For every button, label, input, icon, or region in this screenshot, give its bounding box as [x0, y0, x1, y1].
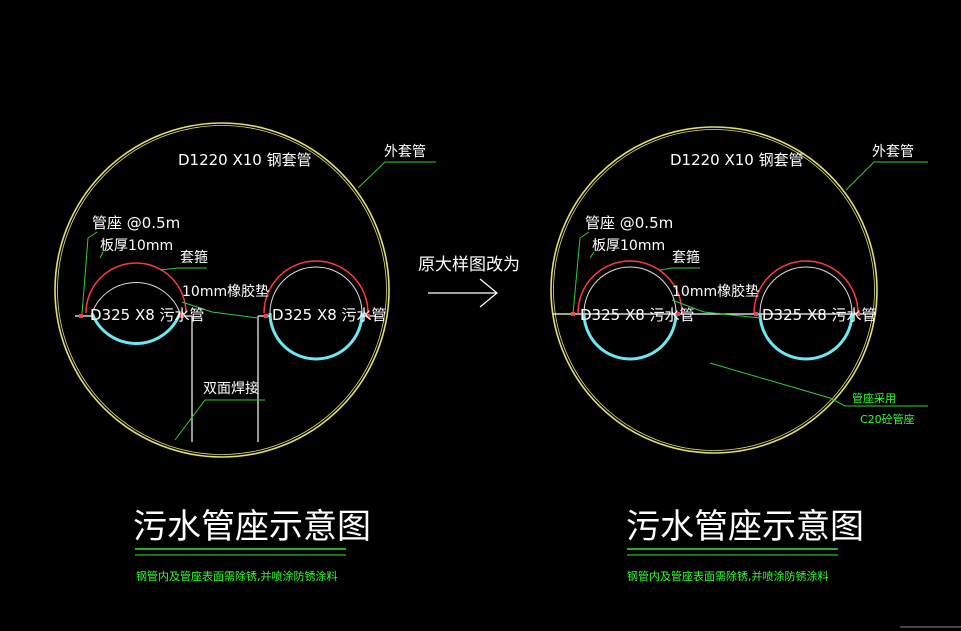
- right-casing-callout: 外套管: [872, 144, 914, 160]
- right-outer-casing-pipe: [550, 126, 878, 454]
- right-detail: D1220 X10 钢套管 外套管 管座 @0.5m 板厚10mm 套箍 10m…: [550, 126, 928, 583]
- left-drawing-title: 污水管座示意图: [133, 507, 371, 547]
- left-saddle-label: 套箍: [180, 249, 208, 266]
- right-pipe-b: [753, 260, 859, 361]
- left-plate-label: 板厚10mm: [100, 238, 173, 254]
- left-saddle-b: [263, 260, 369, 314]
- right-support-label: 管座 @0.5m: [585, 214, 673, 232]
- right-saddle-label: 套箍: [672, 249, 700, 266]
- left-pipe-b: [263, 260, 369, 361]
- right-pipe-a-label: D325 X8 污水管: [580, 306, 695, 324]
- right-saddle-a: [577, 260, 683, 314]
- left-gasket-label: 10mm橡胶垫: [182, 283, 269, 300]
- right-gasket-label: 10mm橡胶垫: [672, 283, 759, 300]
- left-detail: D1220 X10 钢套管 外套管 管座 @0.5m 板厚10mm 套箍 10m…: [54, 122, 436, 583]
- right-leader-lines: [572, 161, 928, 407]
- right-concrete-label-2: C20砼管座: [860, 412, 915, 426]
- right-concrete-label-1: 管座采用: [852, 391, 896, 405]
- right-plate-label: 板厚10mm: [592, 238, 665, 254]
- left-pipe-a-label: D325 X8 污水管: [90, 306, 205, 324]
- right-outer-pipe-label: D1220 X10 钢套管: [670, 151, 804, 169]
- right-drawing-title: 污水管座示意图: [626, 507, 864, 547]
- arrow-label: 原大样图改为: [418, 255, 520, 275]
- right-pipe-b-label: D325 X8 污水管: [762, 306, 877, 324]
- left-outer-casing-pipe: [54, 122, 390, 458]
- left-leader-lines: [81, 161, 436, 441]
- left-weld-label: 双面焊接: [203, 380, 259, 397]
- left-note: 钢管内及管座表面需除锈,并喷涂防锈涂料: [136, 569, 338, 583]
- left-saddle-a: [85, 262, 187, 314]
- right-saddle-b: [753, 260, 859, 314]
- right-note: 钢管内及管座表面需除锈,并喷涂防锈涂料: [627, 569, 829, 583]
- right-pipe-a: [577, 260, 683, 361]
- change-arrow: 原大样图改为: [418, 255, 520, 308]
- left-support-label: 管座 @0.5m: [92, 214, 180, 232]
- left-pipe-a: [85, 262, 187, 345]
- left-pipe-b-label: D325 X8 污水管: [272, 306, 387, 324]
- left-outer-pipe-label: D1220 X10 钢套管: [178, 151, 312, 169]
- left-casing-callout: 外套管: [384, 144, 426, 160]
